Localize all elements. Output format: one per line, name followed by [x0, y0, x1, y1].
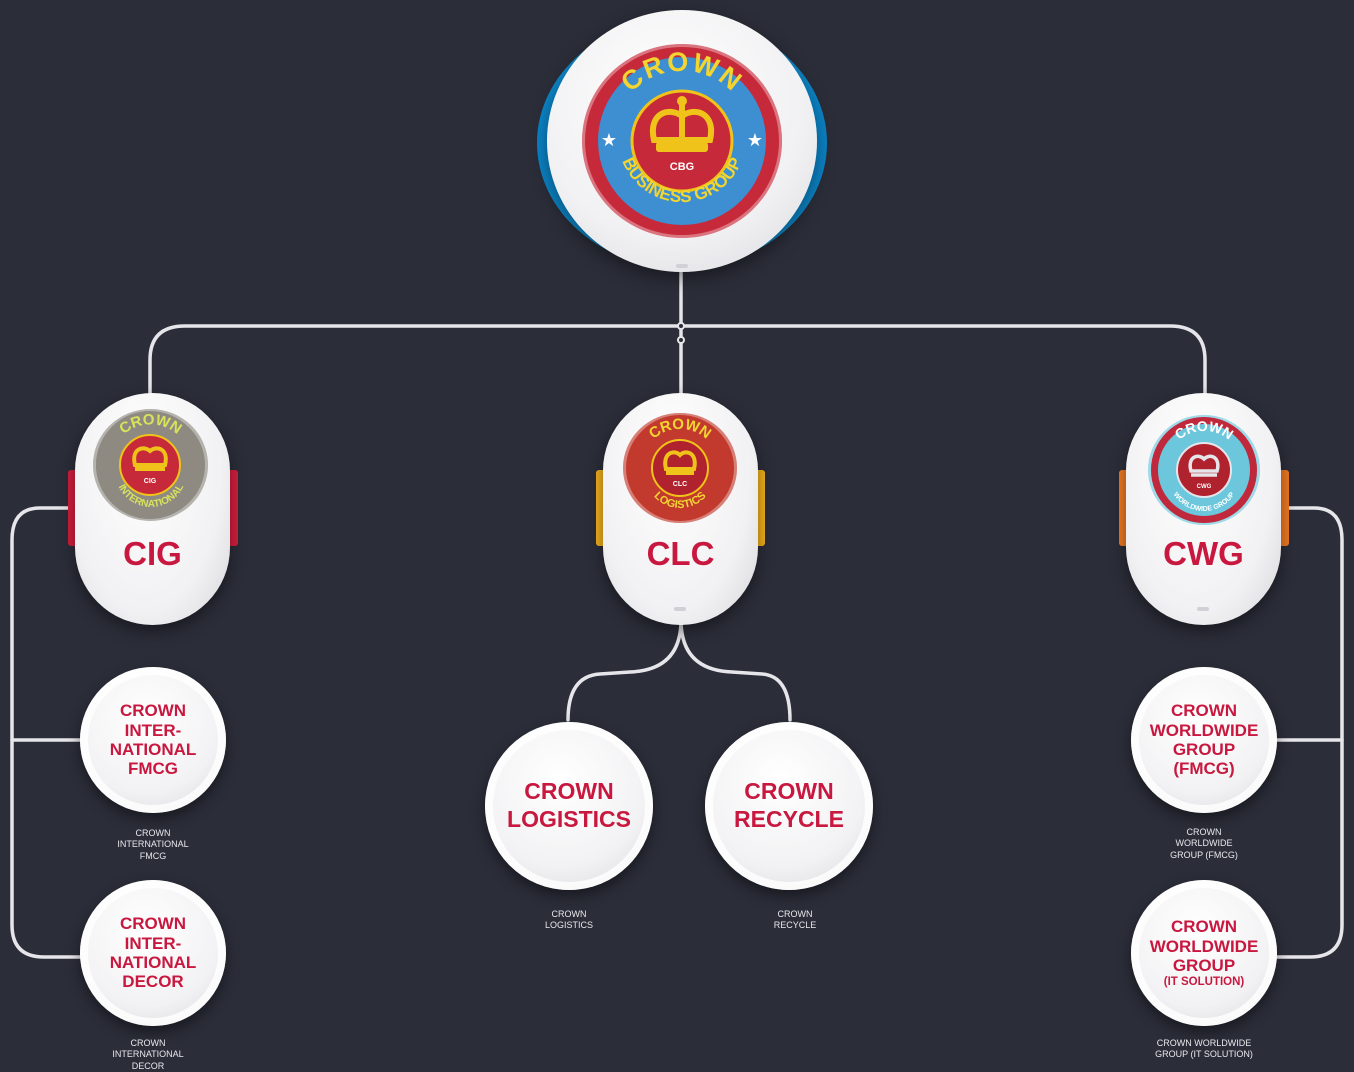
- cwg-fmcg-caption: CROWN WORLDWIDE GROUP (FMCG): [1170, 827, 1238, 860]
- cwg-it-node[interactable]: CROWN WORLDWIDE GROUP (IT SOLUTION): [1131, 880, 1277, 1026]
- cwg-title: CWG: [1163, 535, 1244, 572]
- clc-node[interactable]: CROWN LOGISTICS CLC CLC: [603, 393, 758, 625]
- cbg-logo: CROWN BUSINESS GROUP ★ ★ CBG: [582, 44, 782, 238]
- cig-center-text: CIG: [144, 478, 157, 485]
- node-handle: [1197, 607, 1209, 611]
- cwg-logo: CROWN WORLDWIDE GROUP CWG: [1148, 415, 1260, 525]
- clc-logo-emblem: CROWN LOGISTICS CLC: [627, 415, 733, 521]
- crown-icon: [1188, 454, 1220, 477]
- cwg-center-text: CWG: [1197, 484, 1212, 490]
- cwg-fmcg-label: CROWN WORLDWIDE GROUP (FMCG): [1149, 701, 1259, 779]
- clc-title: CLC: [646, 535, 715, 572]
- cwg-logo-emblem: CROWN WORLDWIDE GROUP CWG: [1151, 417, 1257, 523]
- crown-icon: [132, 446, 168, 471]
- cig-node[interactable]: CROWN INTERNATIONAL CIG CIG: [75, 393, 230, 625]
- cig-fmcg-node[interactable]: CROWN INTER- NATIONAL FMCG: [80, 667, 226, 813]
- cig-decor-label: CROWN INTER- NATIONAL DECOR: [109, 914, 197, 992]
- clc-logistics-label: CROWN LOGISTICS: [507, 778, 631, 832]
- clc-recycle-label: CROWN RECYCLE: [734, 778, 844, 832]
- clc-logistics-caption: CROWN LOGISTICS: [544, 909, 593, 931]
- cig-fmcg-label: CROWN INTER- NATIONAL FMCG: [109, 701, 197, 779]
- node-handle: [676, 264, 688, 268]
- clc-logistics-node[interactable]: CROWN LOGISTICS: [485, 722, 653, 890]
- cig-decor-caption: CROWN INTERNATIONAL DECOR: [112, 1038, 184, 1071]
- root-node[interactable]: CROWN BUSINESS GROUP ★ ★ CBG: [547, 10, 817, 272]
- cwg-it-label: CROWN WORLDWIDE GROUP (IT SOLUTION): [1149, 917, 1259, 988]
- cig-logo: CROWN INTERNATIONAL CIG: [93, 409, 208, 521]
- cig-title: CIG: [123, 535, 182, 572]
- clc-recycle-node[interactable]: CROWN RECYCLE: [705, 722, 873, 890]
- cig-fmcg-caption: CROWN INTERNATIONAL FMCG: [117, 828, 189, 861]
- node-handle: [674, 607, 686, 611]
- star-icon: ★: [601, 130, 617, 150]
- cwg-fmcg-node[interactable]: CROWN WORLDWIDE GROUP (FMCG): [1131, 667, 1277, 813]
- cbg-logo-emblem: CROWN BUSINESS GROUP ★ ★ CBG: [590, 47, 774, 233]
- crown-icon: [663, 450, 697, 475]
- cig-logo-emblem: CROWN INTERNATIONAL CIG: [96, 411, 204, 519]
- clc-recycle-caption: CROWN RECYCLE: [773, 909, 817, 931]
- cbg-center-text: CBG: [670, 161, 694, 173]
- clc-center-text: CLC: [673, 481, 687, 488]
- clc-logo: CROWN LOGISTICS CLC: [623, 413, 737, 523]
- cig-decor-node[interactable]: CROWN INTER- NATIONAL DECOR: [80, 880, 226, 1026]
- cwg-node[interactable]: CROWN WORLDWIDE GROUP CWG CWG: [1126, 393, 1281, 625]
- star-icon: ★: [747, 130, 763, 150]
- crown-icon: [649, 96, 715, 152]
- cwg-it-caption: CROWN WORLDWIDE GROUP (IT SOLUTION): [1155, 1038, 1253, 1060]
